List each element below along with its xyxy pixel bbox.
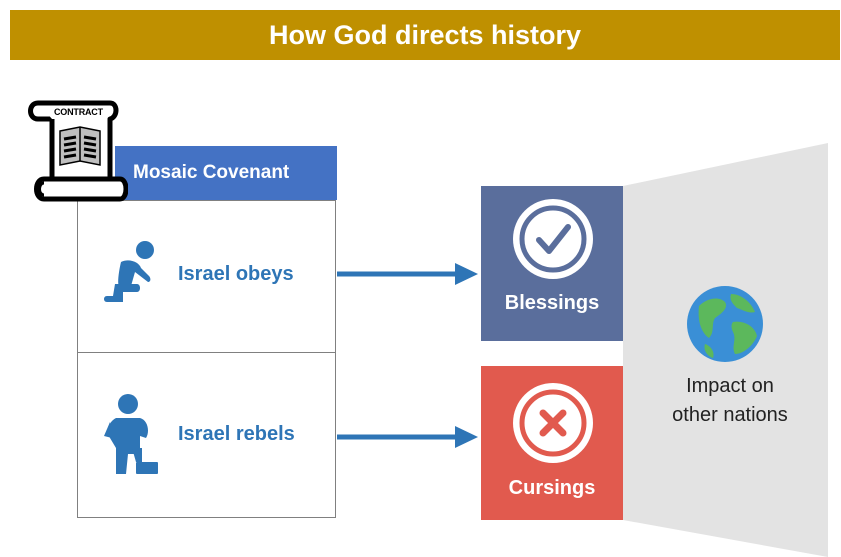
israel-rebels-label: Israel rebels — [178, 423, 295, 445]
covenant-divider — [77, 352, 336, 353]
israel-obeys-label: Israel obeys — [178, 263, 294, 285]
contract-scroll-icon: CONTRACT — [24, 97, 129, 205]
cursings-box: Cursings — [481, 366, 623, 520]
obeys-to-blessings-arrow — [337, 263, 478, 285]
kneeling-praying-person-icon — [101, 240, 161, 310]
blessings-label: Blessings — [504, 292, 600, 314]
person-standing-on-step-icon — [102, 392, 160, 478]
rebels-to-cursings-arrow — [337, 426, 478, 448]
globe-icon — [685, 284, 765, 364]
covenant-header: Mosaic Covenant — [115, 146, 337, 200]
contract-label: CONTRACT — [54, 107, 103, 117]
impact-text: Impact on other nations — [640, 372, 820, 430]
impact-line-2: other nations — [672, 404, 788, 426]
title-bar: How God directs history — [10, 10, 840, 60]
x-circle-icon — [513, 383, 593, 463]
page-title: How God directs history — [268, 19, 582, 50]
impact-line-1: Impact on — [686, 375, 774, 397]
cursings-label: Cursings — [508, 477, 596, 499]
covenant-header-label: Mosaic Covenant — [133, 162, 290, 183]
blessings-box: Blessings — [481, 186, 623, 341]
checkmark-circle-icon — [513, 199, 593, 279]
